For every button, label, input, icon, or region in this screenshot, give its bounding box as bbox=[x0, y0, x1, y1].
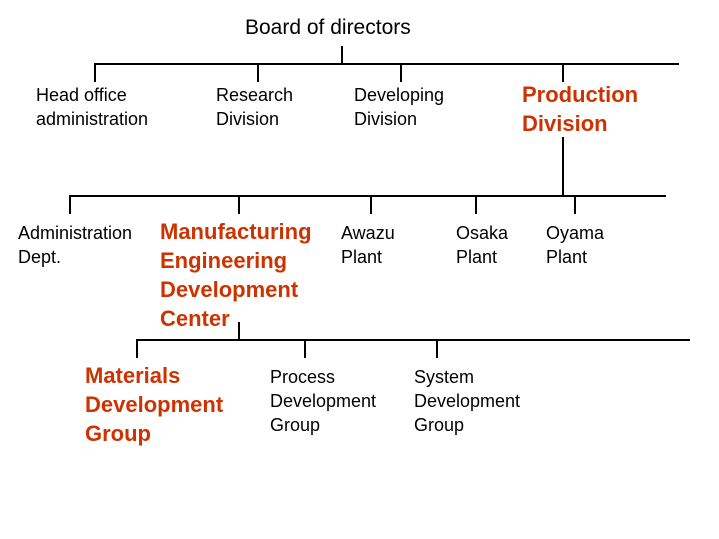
connector bbox=[238, 322, 240, 340]
awazu-plant: Awazu Plant bbox=[341, 223, 395, 267]
oyama-plant: Oyama Plant bbox=[546, 223, 605, 267]
developing-division: Developing Division bbox=[354, 85, 445, 129]
connector bbox=[95, 63, 679, 65]
connector bbox=[70, 195, 666, 197]
connector bbox=[238, 195, 240, 214]
manufacturing-engineering-development-center: Manufacturing Engineering Development Ce… bbox=[160, 219, 312, 331]
connector bbox=[137, 339, 690, 341]
process-development-group: Process Development Group bbox=[270, 367, 377, 435]
head-office-administration: Head office administration bbox=[36, 85, 149, 129]
system-development-group: System Development Group bbox=[414, 367, 521, 435]
connector bbox=[304, 339, 306, 358]
connector bbox=[475, 195, 477, 214]
connector bbox=[562, 63, 564, 82]
connector bbox=[94, 63, 96, 82]
connector bbox=[341, 46, 343, 64]
production-division: Production Division bbox=[522, 82, 639, 136]
osaka-plant: Osaka Plant bbox=[456, 223, 509, 267]
connector bbox=[136, 339, 138, 358]
research-division: Research Division bbox=[216, 85, 294, 129]
board-of-directors: Board of directors bbox=[245, 16, 411, 39]
connector bbox=[562, 137, 564, 196]
connector bbox=[400, 63, 402, 82]
materials-development-group: Materials Development Group bbox=[85, 363, 224, 446]
administration-dept: Administration Dept. bbox=[18, 223, 133, 267]
connector bbox=[257, 63, 259, 82]
connector bbox=[436, 339, 438, 358]
connector bbox=[574, 195, 576, 214]
connector bbox=[69, 195, 71, 214]
connector bbox=[370, 195, 372, 214]
